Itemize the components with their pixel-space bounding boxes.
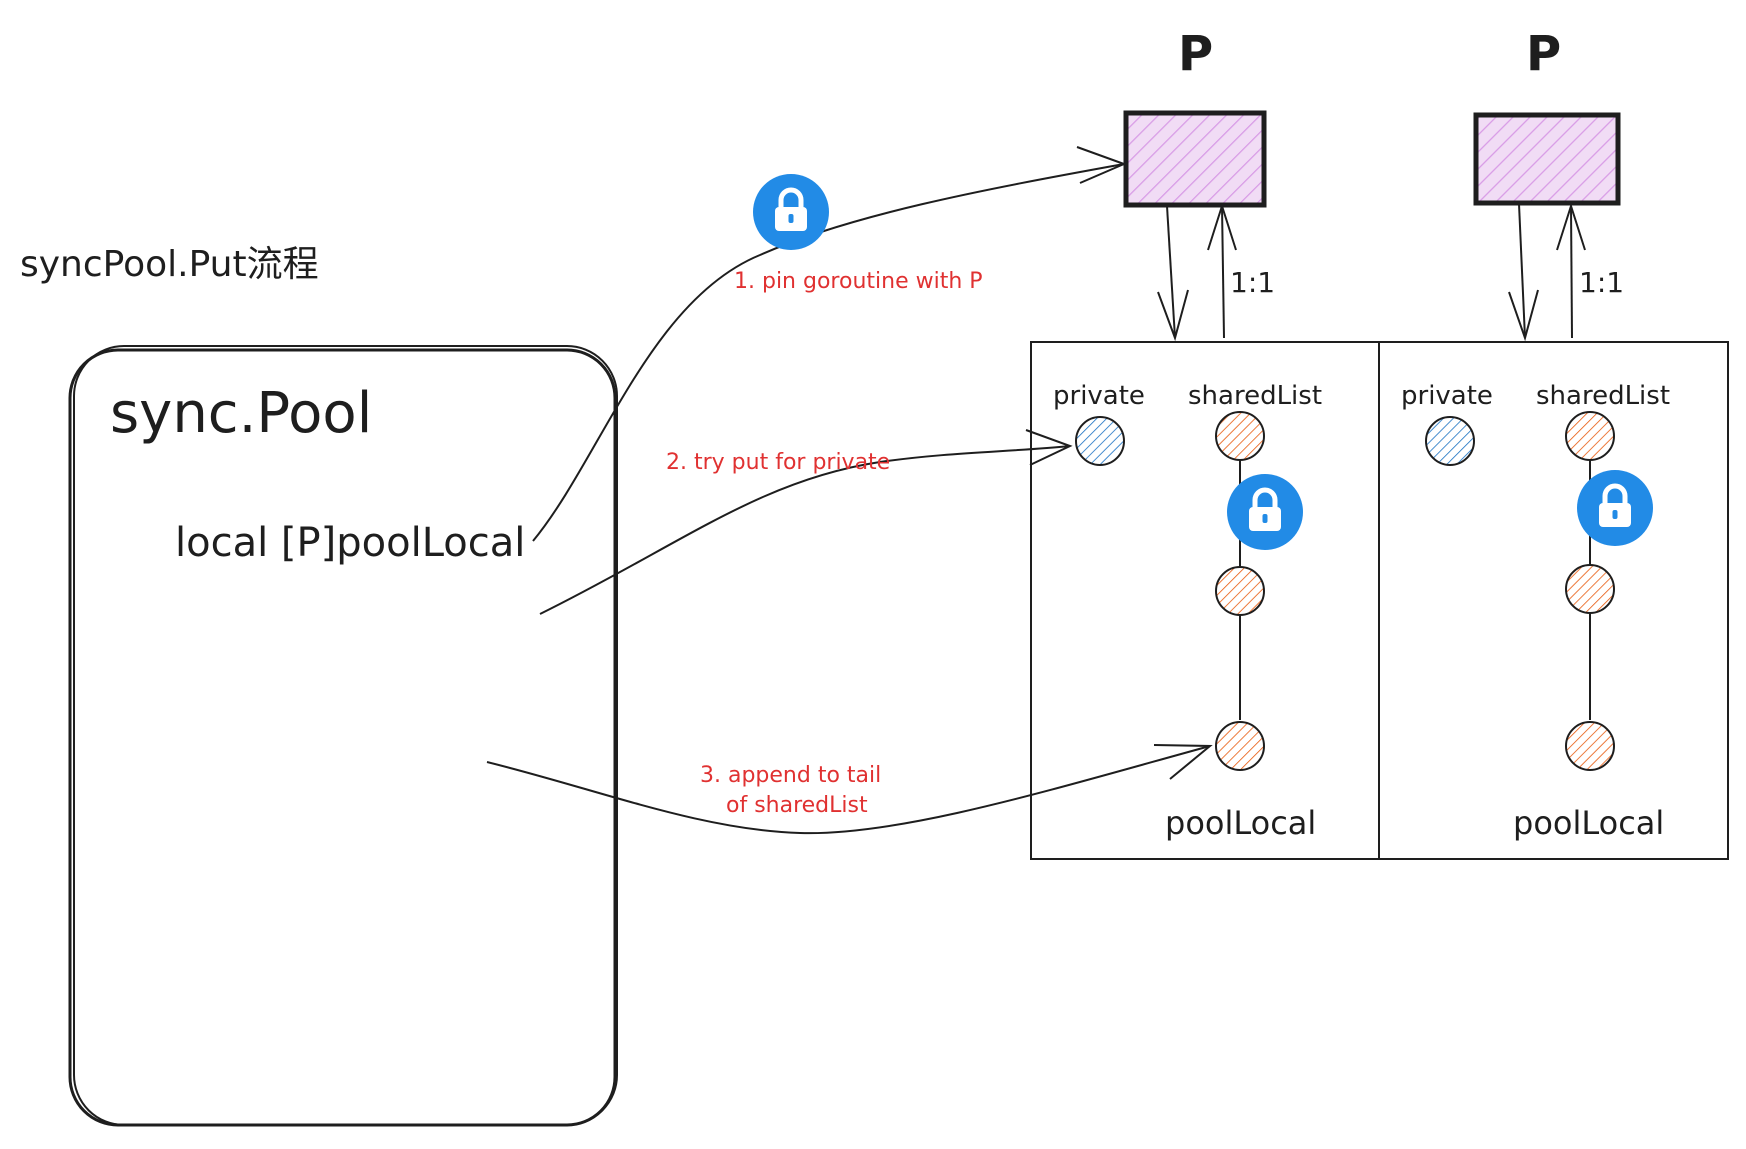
diagram-title: syncPool.Put流程 <box>20 244 319 285</box>
step-pin-label: 1. pin goroutine with P <box>734 269 983 294</box>
ratio-label: 1:1 <box>1579 266 1624 299</box>
ratio-label: 1:1 <box>1230 266 1275 299</box>
lock-icon <box>753 174 829 250</box>
step-append-label-1: 3. append to tail <box>700 763 881 788</box>
lock-icon <box>1227 474 1303 550</box>
shared-list-node <box>1565 564 1615 614</box>
shared-list-node <box>1215 566 1265 616</box>
arrow-up <box>1570 205 1573 339</box>
pool-local-field: local [P]poolLocal <box>175 520 525 566</box>
shared-list-label: sharedList <box>1536 381 1670 411</box>
shared-list-label: sharedList <box>1188 381 1322 411</box>
private-slot <box>1075 416 1125 466</box>
processor-1: P 1:1 <box>1123 26 1275 342</box>
arrow-append <box>486 744 1213 835</box>
shared-list-node <box>1215 721 1265 771</box>
arrow-up <box>1221 205 1225 339</box>
pool-local-1: private sharedList poolLocal <box>1030 341 1380 860</box>
pool-name: sync.Pool <box>110 381 372 446</box>
step-append-label-2: of sharedList <box>726 793 868 818</box>
arrow-down <box>1518 203 1526 339</box>
arrow-private <box>539 429 1073 615</box>
private-label: private <box>1053 381 1145 411</box>
shared-list-node <box>1565 721 1615 771</box>
pool-local-label: poolLocal <box>1165 804 1316 842</box>
pool-local-label: poolLocal <box>1513 804 1664 842</box>
shared-list-node <box>1215 411 1265 461</box>
arrow-down <box>1166 205 1176 339</box>
processor-2: P 1:1 <box>1473 26 1624 342</box>
private-label: private <box>1401 381 1493 411</box>
processor-box <box>1123 110 1267 208</box>
shared-list-node <box>1565 411 1615 461</box>
pool-local-box <box>1378 341 1729 860</box>
sync-pool-box <box>68 345 618 1127</box>
processor-label: P <box>1178 26 1213 82</box>
step-private-label: 2. try put for private <box>666 450 890 475</box>
lock-icon <box>1577 470 1653 546</box>
processor-box <box>1473 112 1621 206</box>
private-slot <box>1425 416 1475 466</box>
processor-label: P <box>1526 26 1561 82</box>
pool-local-2: private sharedList poolLocal <box>1378 341 1729 860</box>
arrow-pin <box>532 146 1127 542</box>
